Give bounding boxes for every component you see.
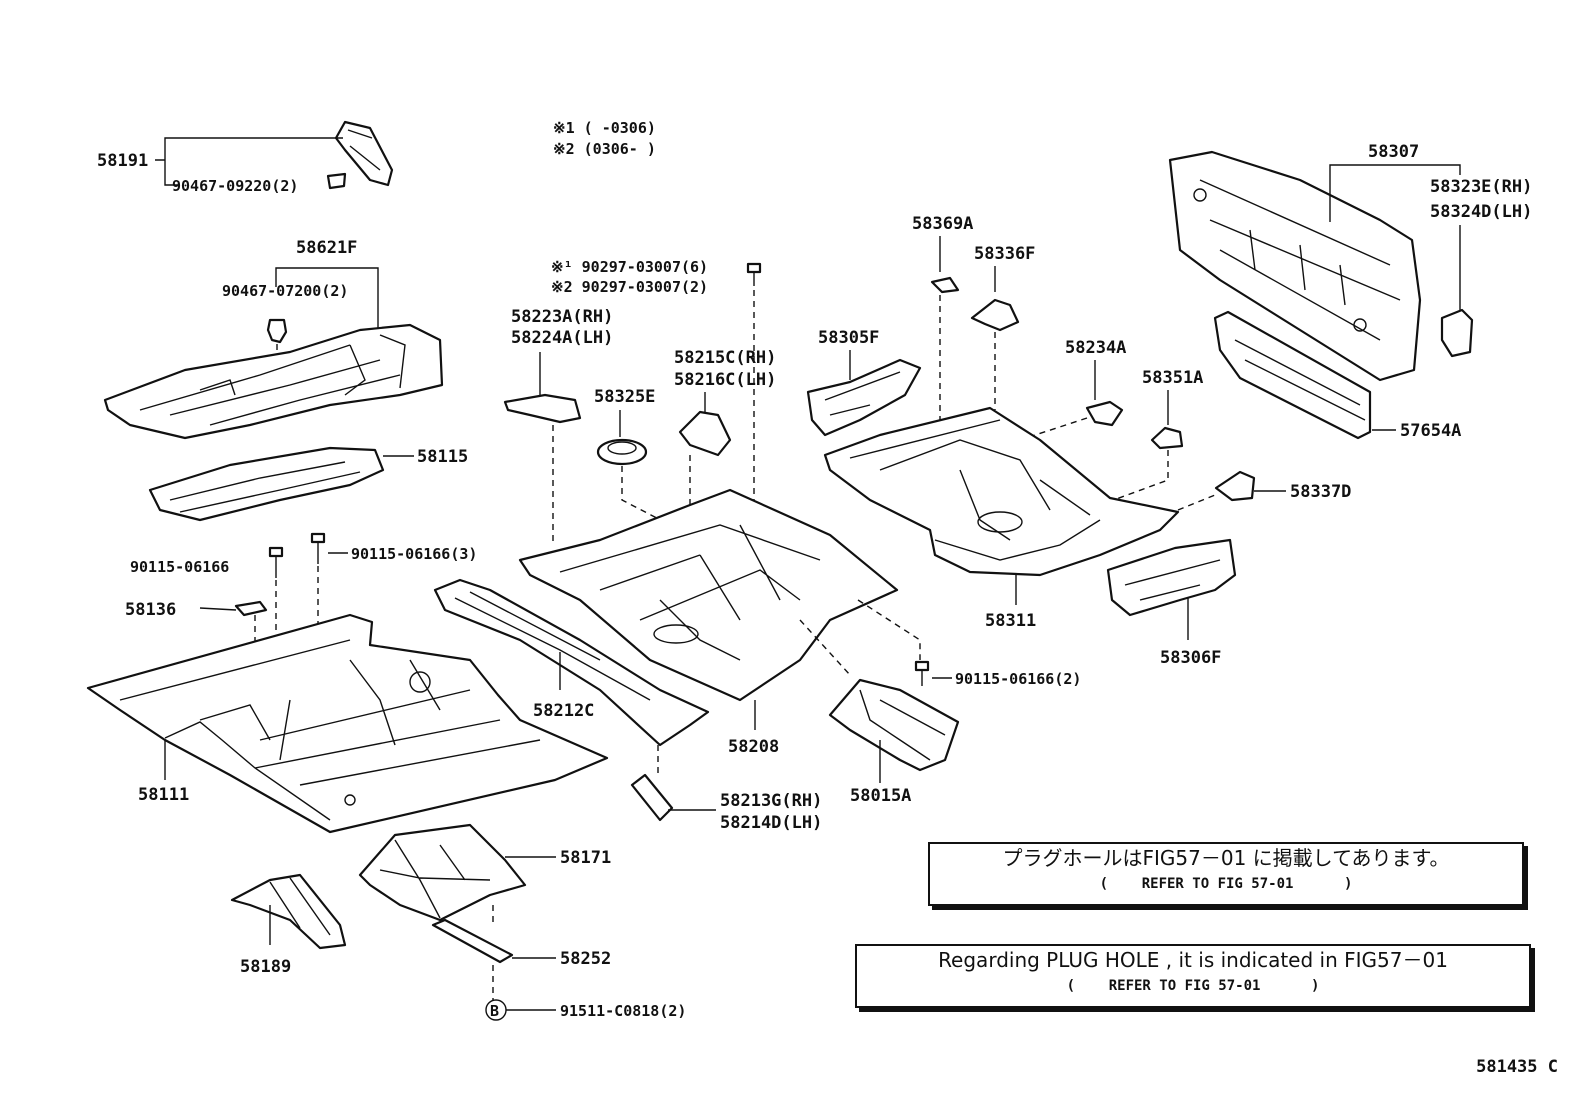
part-58621F (103, 323, 444, 440)
label-58015A: 58015A (850, 786, 911, 806)
part-58252 (431, 905, 514, 1000)
part-58325E (596, 438, 681, 640)
label-58252: 58252 (560, 949, 611, 969)
label-90115-06166-a: 90115-06166 (130, 558, 229, 576)
label-58215C: 58215C(RH) (674, 348, 776, 368)
part-58234A (1019, 400, 1124, 441)
leader-58191 (155, 137, 343, 186)
label-90115-06166-b: 90115-06166(3) (351, 545, 477, 563)
part-58306F (1106, 538, 1237, 617)
part-58191 (326, 120, 394, 190)
label-58136: 58136 (125, 600, 176, 620)
part-57654A (1213, 310, 1372, 440)
leader-58136 (199, 607, 237, 611)
label-58369A: 58369A (912, 214, 973, 234)
label-58224A: 58224A(LH) (511, 328, 613, 348)
label-58325E: 58325E (594, 387, 655, 407)
label-58115: 58115 (417, 447, 468, 467)
label-58208: 58208 (728, 737, 779, 757)
label-58337D: 58337D (1290, 482, 1351, 502)
label-58212C: 58212C (533, 701, 594, 721)
plug-hole-note-jp-text: プラグホールはFIG57－01 に掲載してあります。 (1002, 846, 1450, 870)
part-58115 (148, 446, 385, 522)
part-58323E (1440, 308, 1474, 358)
plug-hole-note-jp-ref: ( REFER TO FIG 57-01 ) (1099, 876, 1353, 892)
label-58323E: 58323E(RH) (1430, 177, 1532, 197)
plug-hole-note-en-ref: ( REFER TO FIG 57-01 ) (1066, 978, 1320, 994)
part-58223A (503, 393, 582, 545)
note-1: ※1 ( -0306) (553, 119, 656, 137)
part-58305F (806, 358, 922, 437)
figure-code: 581435 C (1476, 1057, 1558, 1077)
part-58307 (1168, 150, 1422, 382)
plug-hole-note-en: Regarding PLUG HOLE , it is indicated in… (855, 944, 1531, 1008)
label-90297-03007-2: ※2 90297-03007(2) (551, 278, 708, 296)
leader-58307 (1329, 164, 1461, 222)
label-58214D: 58214D(LH) (720, 813, 822, 833)
part-58369A (884, 276, 960, 441)
part-58208 (518, 488, 899, 702)
label-58351A: 58351A (1142, 368, 1203, 388)
label-58621F: 58621F (296, 238, 357, 258)
part-58015A (799, 599, 960, 772)
b-mark: B (490, 1002, 499, 1020)
label-57654A: 57654A (1400, 421, 1461, 441)
bolt-90297-03007 (746, 262, 762, 540)
part-58337D (1214, 470, 1256, 502)
leader-58621F (275, 267, 379, 328)
label-58111: 58111 (138, 785, 189, 805)
label-58305F: 58305F (818, 328, 879, 348)
part-58336F (970, 298, 1020, 410)
label-91511-C0818: 91511-C0818(2) (560, 1002, 686, 1020)
label-90467-09220: 90467-09220(2) (172, 177, 298, 195)
plug-hole-note-en-text: Regarding PLUG HOLE , it is indicated in… (938, 948, 1448, 972)
label-58189: 58189 (240, 957, 291, 977)
label-90115-06166-c: 90115-06166(2) (955, 670, 1081, 688)
part-58351A (1099, 426, 1184, 506)
label-58234A: 58234A (1065, 338, 1126, 358)
label-58306F: 58306F (1160, 648, 1221, 668)
bolt-90115-06166-c (914, 660, 930, 686)
label-58191: 58191 (97, 151, 148, 171)
part-58311 (823, 406, 1216, 577)
label-58213G: 58213G(RH) (720, 791, 822, 811)
label-90297-03007-1: ※¹ 90297-03007(6) (551, 258, 708, 276)
label-90467-07200: 90467-07200(2) (222, 282, 348, 300)
part-90467-07200-clip (266, 318, 288, 378)
label-58223A: 58223A(RH) (511, 307, 613, 327)
part-58189 (230, 873, 347, 950)
plug-hole-note-jp: プラグホールはFIG57－01 に掲載してあります。 ( REFER TO FI… (928, 842, 1524, 906)
label-58336F: 58336F (974, 244, 1035, 264)
label-58216C: 58216C(LH) (674, 370, 776, 390)
label-58171: 58171 (560, 848, 611, 868)
label-58307: 58307 (1368, 142, 1419, 162)
label-58324D: 58324D(LH) (1430, 202, 1532, 222)
note-2: ※2 (0306- ) (553, 140, 656, 158)
part-58213G (630, 773, 674, 822)
part-58111 (86, 613, 609, 834)
part-58212C (433, 578, 710, 775)
part-58215C (678, 410, 732, 510)
part-58171 (358, 823, 527, 922)
label-58311: 58311 (985, 611, 1036, 631)
